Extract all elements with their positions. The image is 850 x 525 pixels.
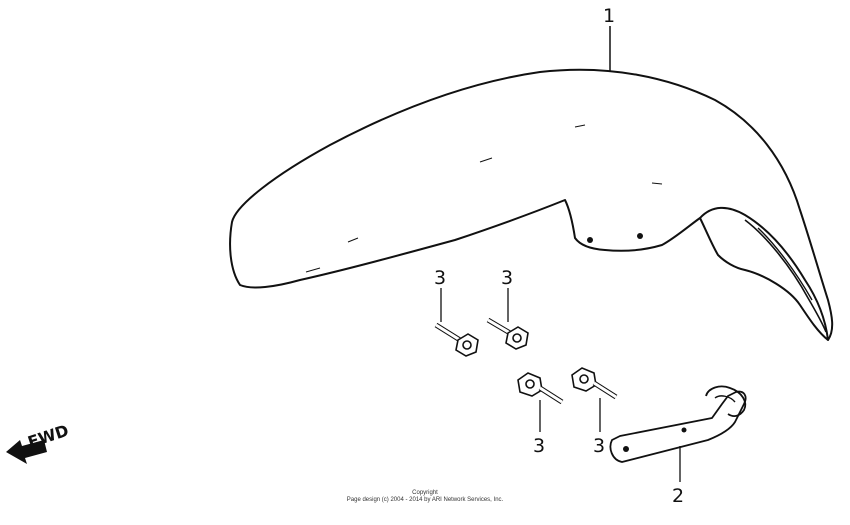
callout-3b-label: 3 xyxy=(501,267,513,289)
callout-2-label: 2 xyxy=(672,485,684,507)
callout-1-label: 1 xyxy=(603,5,615,27)
bolt-c[interactable] xyxy=(517,372,564,405)
callout-3c-label: 3 xyxy=(533,435,545,457)
forward-arrow-icon: FWD xyxy=(6,421,71,464)
fwd-label: FWD xyxy=(25,421,71,452)
front-fender[interactable] xyxy=(229,68,834,341)
bolt-a[interactable] xyxy=(434,322,479,357)
callout-3a-label: 3 xyxy=(434,267,446,289)
bolt-d[interactable] xyxy=(571,367,618,400)
callout-3d-label: 3 xyxy=(593,435,605,457)
fender-bracket[interactable] xyxy=(609,385,747,463)
copyright-title: Copyright xyxy=(412,490,438,496)
copyright-line: Page design (c) 2004 - 2014 by ARI Netwo… xyxy=(346,497,504,503)
bolt-b[interactable] xyxy=(486,317,529,350)
